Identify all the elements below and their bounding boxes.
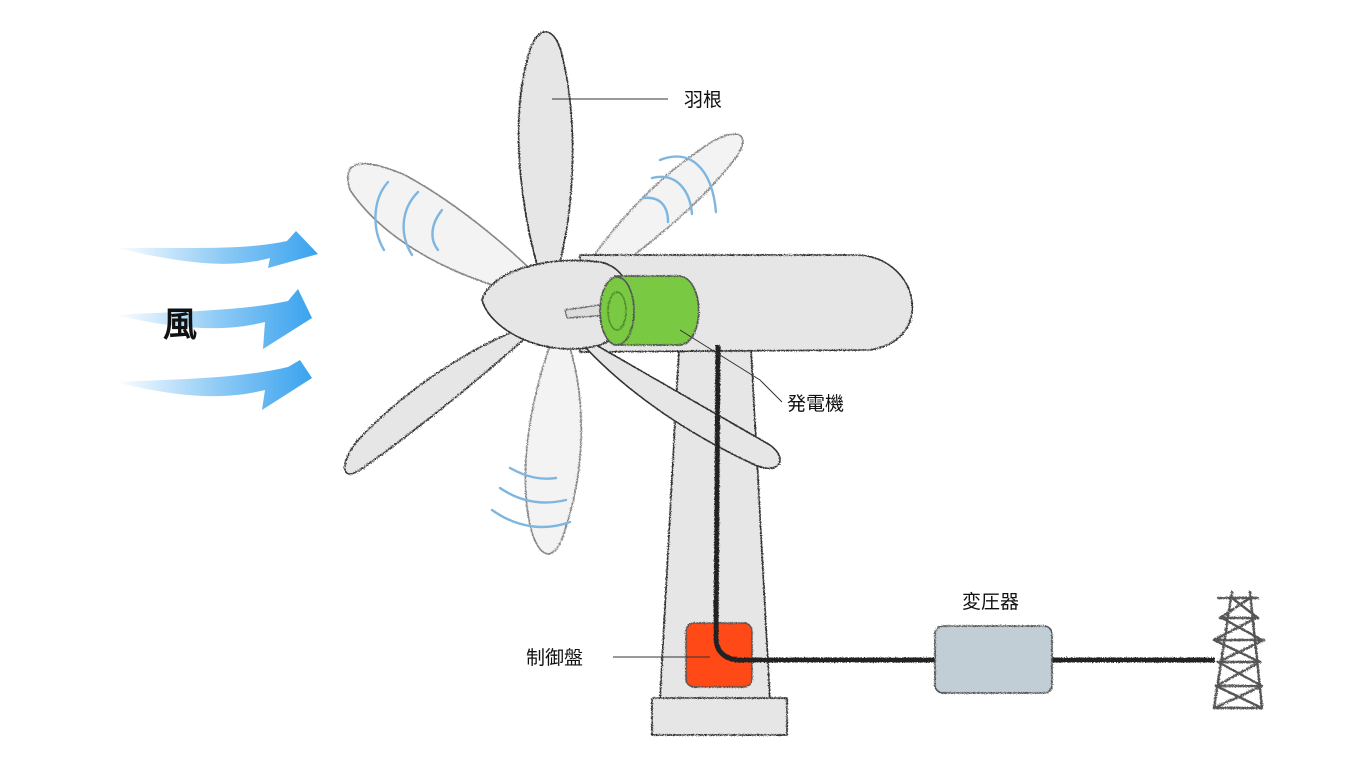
wind-arrows-icon <box>115 231 318 410</box>
tower-base <box>651 697 788 736</box>
blade-label: 羽根 <box>684 89 722 111</box>
wind-label: 風 <box>163 305 197 345</box>
blade-lower-left <box>344 319 546 475</box>
power-cable-over-panel <box>713 600 760 663</box>
wind-arrow-top <box>115 231 318 268</box>
wind-arrow-middle <box>115 289 312 349</box>
generator-face-ring <box>607 291 627 331</box>
generator-leader-line <box>679 329 783 403</box>
wind-arrow-bottom <box>115 360 312 410</box>
generator-body <box>614 275 700 346</box>
generator <box>599 275 700 346</box>
blade-lower-right <box>569 329 781 470</box>
motion-lines-icon <box>374 155 718 529</box>
transformer <box>934 625 1053 694</box>
transmission-tower-icon <box>1212 590 1266 710</box>
transformer-label: 変圧器 <box>962 591 1019 613</box>
ghost-blade-lower <box>524 319 582 555</box>
generator-label: 発電機 <box>787 393 844 415</box>
ghost-blade-upper-left <box>347 162 561 301</box>
generator-face <box>599 276 635 346</box>
control-panel-label: 制御盤 <box>526 647 583 669</box>
control-panel <box>685 622 753 688</box>
